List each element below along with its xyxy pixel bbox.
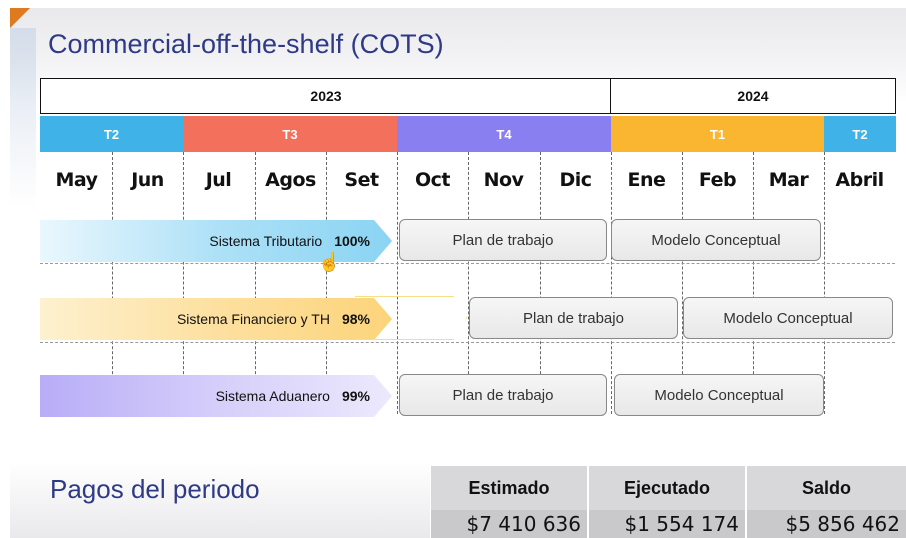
grid-line [611, 152, 612, 414]
grid-line [112, 152, 113, 414]
progress-arrow-tributario: Sistema Tributario 100% [40, 220, 392, 262]
year-2024: 2024 [610, 78, 896, 114]
grid-line [824, 152, 825, 414]
grid-line [255, 152, 256, 414]
progress-percent: 100% [334, 233, 370, 249]
year-2023: 2023 [40, 78, 612, 114]
grid-line [40, 263, 895, 264]
left-decoration [10, 28, 36, 208]
header-saldo: Saldo [747, 466, 906, 510]
plan-de-trabajo-box: Plan de trabajo [469, 297, 678, 339]
value-ejecutado: $1 554 174 [589, 510, 747, 538]
grid-line [40, 342, 895, 343]
progress-percent: 99% [341, 388, 370, 404]
slide-title: Commercial-off-the-shelf (COTS) [48, 29, 444, 59]
month-feb: Feb [698, 169, 737, 191]
value-saldo: $5 856 462 [747, 510, 906, 538]
month-mar: Mar [768, 169, 809, 191]
quarter-t1: T1 [611, 116, 824, 152]
month-jul: Jul [205, 169, 232, 191]
month-abril: Abril [835, 169, 884, 191]
month-ene: Ene [627, 169, 666, 191]
quarter-t2-2023: T2 [40, 116, 183, 152]
grid-line [468, 152, 469, 414]
system-label: Sistema Financiero y TH [176, 311, 330, 327]
header-ejecutado: Ejecutado [589, 466, 747, 510]
grid-line [183, 152, 184, 414]
grid-line [326, 152, 327, 414]
modelo-conceptual-box: Modelo Conceptual [611, 219, 821, 261]
hand-cursor-icon: ☝ [318, 252, 341, 272]
month-may: May [55, 169, 98, 191]
remaining-progress-outline [355, 296, 467, 340]
month-agos: Agos [265, 169, 316, 191]
month-nov: Nov [483, 169, 524, 191]
quarter-t2-2024: T2 [824, 116, 896, 152]
quarter-t3: T3 [183, 116, 397, 152]
month-set: Set [344, 169, 379, 191]
month-dic: Dic [559, 169, 592, 191]
grid-line [397, 152, 398, 414]
progress-percent: 98% [341, 311, 370, 327]
payments-band [10, 462, 430, 538]
quarter-t4: T4 [397, 116, 611, 152]
modelo-conceptual-box: Modelo Conceptual [614, 374, 824, 416]
plan-de-trabajo-box: Plan de trabajo [399, 374, 607, 416]
progress-arrow-aduanero: Sistema Aduanero 99% [40, 375, 392, 417]
month-jun: Jun [131, 169, 164, 191]
modelo-conceptual-box: Modelo Conceptual [683, 297, 893, 339]
payments-title: Pagos del periodo [50, 474, 260, 504]
grid-line [540, 152, 541, 414]
system-label: Sistema Aduanero [215, 388, 330, 404]
value-estimado: $7 410 636 [431, 510, 589, 538]
progress-arrow-financiero: Sistema Financiero y TH 98% [40, 298, 392, 340]
system-label: Sistema Tributario [209, 233, 323, 249]
month-oct: Oct [415, 169, 451, 191]
grid-line [682, 152, 683, 414]
grid-line [753, 152, 754, 414]
plan-de-trabajo-box: Plan de trabajo [399, 219, 607, 261]
header-estimado: Estimado [431, 466, 589, 510]
